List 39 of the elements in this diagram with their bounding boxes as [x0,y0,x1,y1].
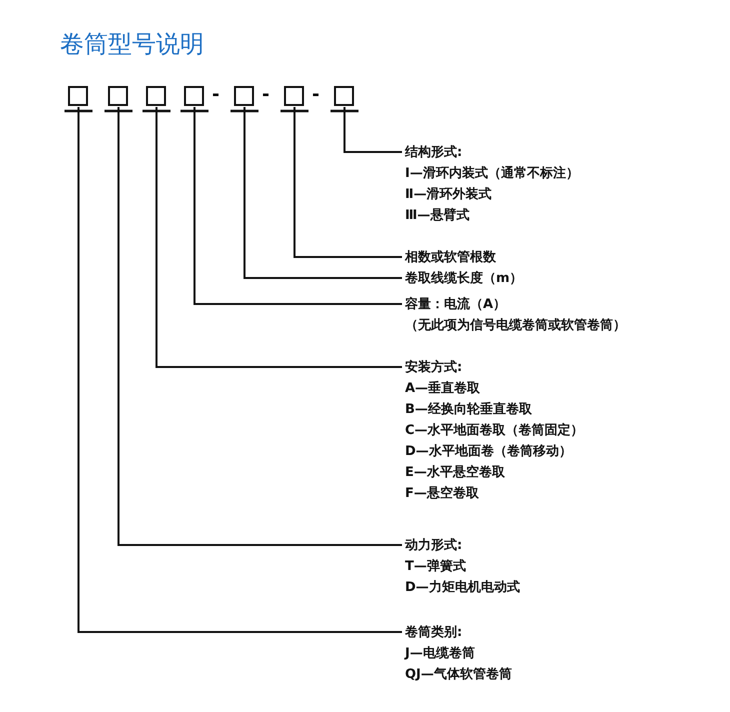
separator-dash: - [312,86,320,104]
description-line: B—经换向轮垂直卷取 [405,400,532,418]
description-line: E—水平悬空卷取 [405,464,505,482]
description-heading: 安装方式: [405,358,462,376]
connector-line [78,107,402,633]
separator-dash: - [262,86,270,104]
code-box [68,86,88,106]
description-heading: 动力形式: [405,536,462,554]
code-box [184,86,204,106]
description-line: Ⅱ—滑环外装式 [405,186,492,204]
description-heading: 容量：电流（A） [405,296,506,314]
description-heading: 卷筒类别: [405,624,462,642]
description-heading: 相数或软管根数 [405,248,496,266]
code-box [108,86,128,106]
description-line: QJ—气体软管卷筒 [405,666,512,684]
description-line: D—水平地面卷（卷筒移动） [405,442,572,460]
code-box [284,86,304,106]
connector-line [194,107,402,305]
description-line: D—力矩电机电动式 [405,578,520,596]
connector-line [244,107,402,279]
description-heading: 卷取线缆长度（m） [405,270,523,288]
description-line: C—水平地面卷取（卷筒固定） [405,422,584,440]
connector-line [118,107,402,546]
description-heading: 结构形式: [405,144,462,162]
connector-line [294,107,402,258]
title: 卷筒型号说明 [60,29,204,60]
description-line: A—垂直卷取 [405,380,480,398]
code-box [146,86,166,106]
description-line: J—电缆卷筒 [405,644,475,662]
description-line: Ⅰ—滑环内装式（通常不标注） [405,164,579,182]
description-line: T—弹簧式 [405,558,466,576]
description-line: （无此项为信号电缆卷筒或软管卷筒） [405,316,626,334]
connector-line [344,107,402,153]
description-line: Ⅲ—悬臂式 [405,206,470,224]
description-line: F—悬空卷取 [405,484,479,502]
connector-line [156,107,402,368]
code-box [334,86,354,106]
code-box [234,86,254,106]
separator-dash: - [212,86,220,104]
